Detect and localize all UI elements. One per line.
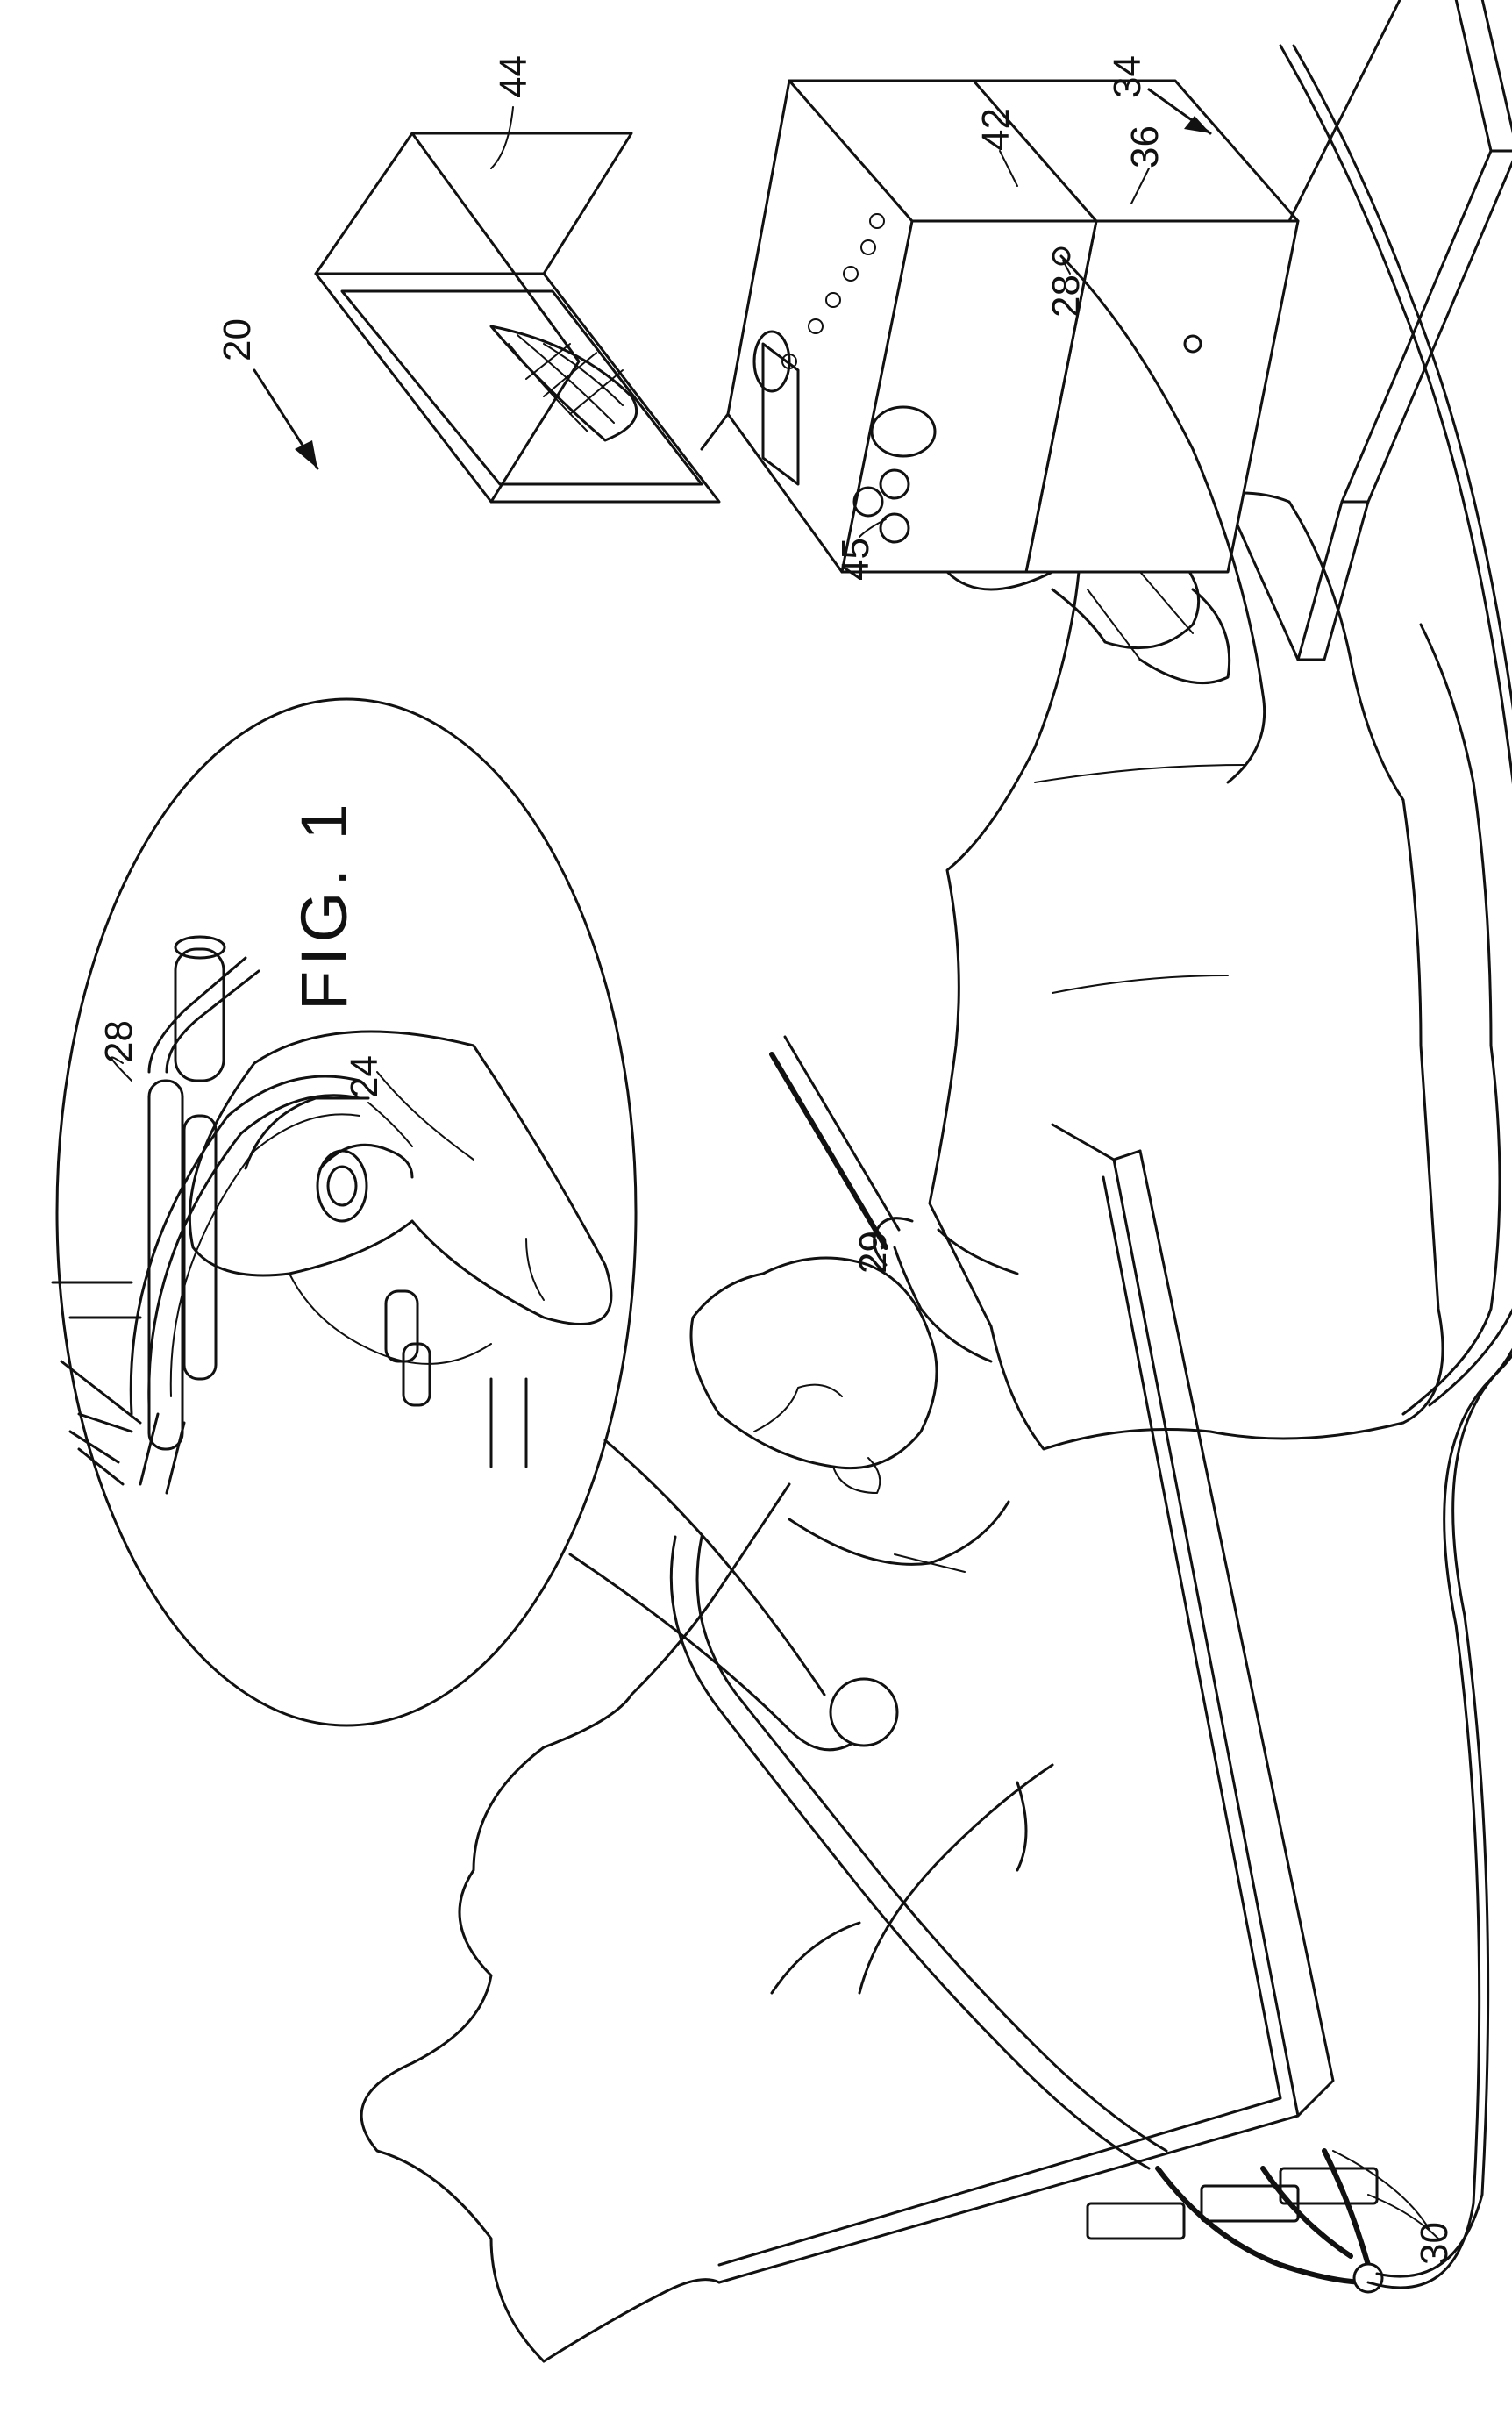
- figure-title: FIG. 1: [288, 798, 360, 1011]
- ref-30-leader: [1333, 2151, 1438, 2239]
- ref-44-leader: [491, 107, 513, 168]
- ref-label-34: 34: [1106, 55, 1149, 98]
- ref-label-45: 45: [834, 538, 877, 581]
- callout-dot: [831, 1679, 897, 1746]
- ref-20-arrow: [254, 370, 317, 468]
- ref-label-29: 29: [852, 1231, 895, 1274]
- electrode-cable: [1280, 46, 1512, 2288]
- ref-24-leader: [368, 1103, 412, 1146]
- ref-label-28-heart: 28: [97, 1020, 140, 1063]
- patient-drape: [361, 1484, 1052, 2361]
- patient-head: [671, 1258, 1166, 2168]
- heart-inset: [53, 699, 897, 1750]
- rotated-drawing: FIG. 1 20: [53, 0, 1512, 2361]
- ref-label-36: 36: [1123, 125, 1166, 168]
- operating-table: [719, 1125, 1333, 2282]
- ref-label-28-console: 28: [1045, 275, 1088, 318]
- ref-42-leader: [1000, 151, 1017, 186]
- ref-label-42: 42: [974, 108, 1017, 151]
- ref-label-20: 20: [216, 318, 259, 361]
- ref-36-leader: [1131, 168, 1149, 204]
- body-surface-electrodes: [1088, 2151, 1382, 2292]
- ref-label-44: 44: [492, 55, 535, 98]
- ref-label-24: 24: [343, 1055, 386, 1098]
